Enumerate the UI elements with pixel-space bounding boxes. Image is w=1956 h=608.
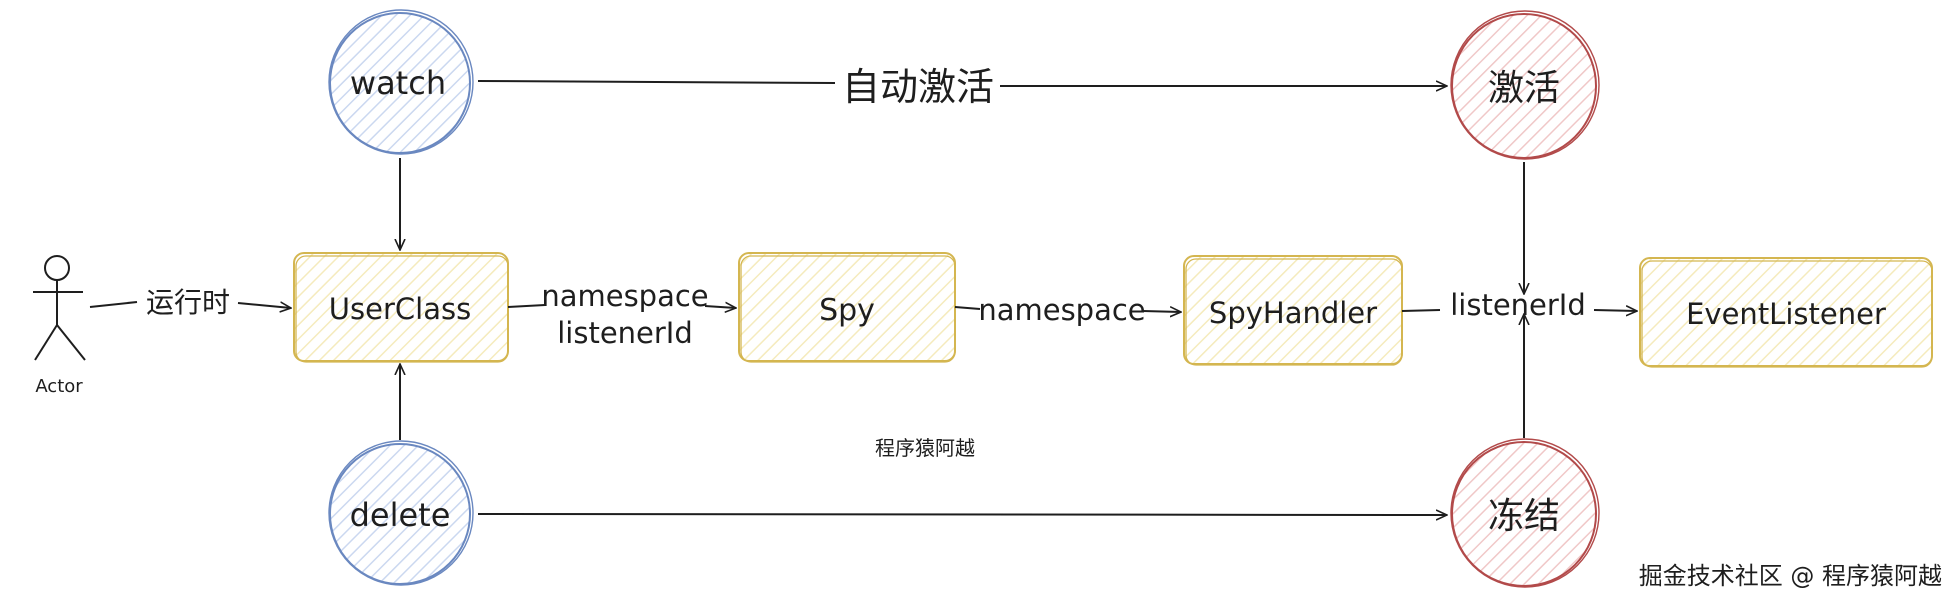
node-spy-handler[interactable]: SpyHandler xyxy=(1183,255,1403,366)
caption: 程序猿阿越 xyxy=(875,436,975,460)
node-delete[interactable]: delete xyxy=(328,440,474,586)
edge-handler-listener-b xyxy=(1593,310,1637,311)
node-user-class[interactable]: UserClass xyxy=(293,252,509,363)
node-activate[interactable]: 激活 xyxy=(1450,10,1600,160)
node-activate-label: 激活 xyxy=(1488,68,1560,109)
node-freeze[interactable]: 冻结 xyxy=(1450,438,1600,588)
edge-actor-userclass-a xyxy=(89,301,138,308)
node-watch[interactable]: watch xyxy=(328,9,474,155)
node-event-listener[interactable]: EventListener xyxy=(1639,257,1933,368)
edge-actor-userclass-b xyxy=(237,303,291,308)
edge-delete-freeze xyxy=(477,514,1447,515)
edge-label-spy-handler-namespace: namespace xyxy=(978,293,1145,327)
edge-userclass-spy-b xyxy=(704,306,736,308)
node-watch-label: watch xyxy=(350,64,446,102)
node-spy-label: Spy xyxy=(819,293,875,328)
edge-handler-listener-a xyxy=(1401,309,1441,312)
edge-spy-handler-a xyxy=(954,306,981,310)
edges xyxy=(89,80,1637,515)
edge-watch-activate-a xyxy=(477,80,836,84)
edge-spy-handler-b xyxy=(1141,311,1181,312)
edge-label-uc-spy-listenerid: listenerId xyxy=(557,316,693,350)
node-spy[interactable]: Spy xyxy=(738,252,956,363)
edge-label-uc-spy-namespace: namespace xyxy=(541,279,708,313)
actor-figure xyxy=(33,255,86,361)
actor-label: Actor xyxy=(35,376,83,397)
node-event-listener-label: EventListener xyxy=(1686,297,1886,331)
node-spy-handler-label: SpyHandler xyxy=(1209,296,1377,330)
watermark: 掘金技术社区 @ 程序猿阿越 xyxy=(1639,562,1942,590)
node-user-class-label: UserClass xyxy=(329,292,471,326)
node-freeze-label: 冻结 xyxy=(1488,496,1560,537)
edge-label-auto-activate: 自动激活 xyxy=(842,65,994,109)
node-delete-label: delete xyxy=(350,496,451,534)
edge-label-handler-listener-listenerid: listenerId xyxy=(1450,288,1586,322)
edge-label-runtime: 运行时 xyxy=(146,286,230,319)
edge-userclass-spy-a xyxy=(507,304,546,308)
